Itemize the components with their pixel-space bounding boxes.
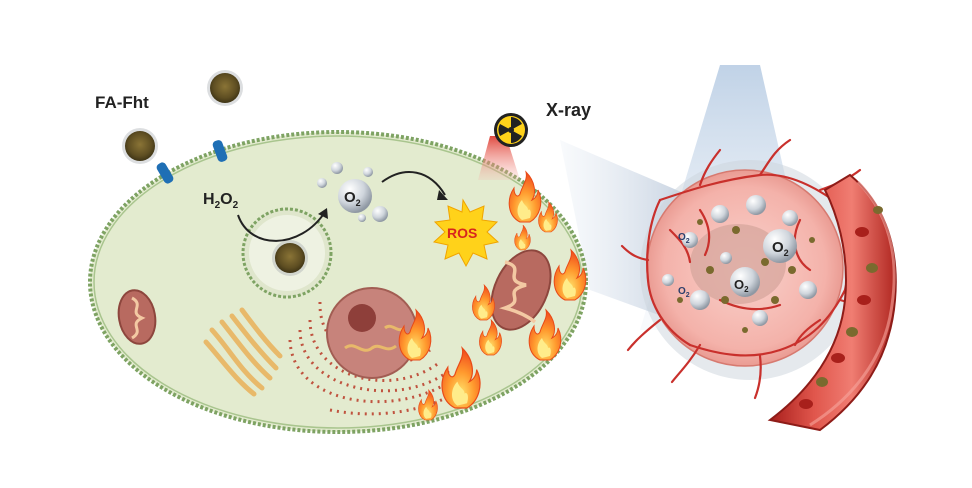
tumor bbox=[620, 138, 887, 400]
nanoparticle-icon bbox=[272, 240, 308, 276]
mitochondria-icon bbox=[490, 249, 552, 331]
mitochondria-icon bbox=[117, 289, 157, 345]
h2o2-label: H2O2 bbox=[203, 191, 239, 211]
ros-label: ROS bbox=[447, 225, 477, 241]
o2-bubbles bbox=[317, 162, 388, 222]
radiation-icon bbox=[494, 113, 528, 147]
fa-fht-label: FA-Fht bbox=[95, 93, 149, 112]
ros-burst bbox=[432, 198, 500, 268]
endosome bbox=[241, 207, 333, 299]
receptor bbox=[156, 162, 174, 184]
golgi bbox=[203, 307, 283, 397]
tumor-o2-label: O2 bbox=[678, 232, 690, 245]
nanoparticle-icon bbox=[122, 128, 158, 164]
tumor-o2-label: O2 bbox=[772, 239, 789, 258]
xray-label: X-ray bbox=[546, 100, 591, 120]
tumor-o2-label: O2 bbox=[678, 286, 690, 299]
nanoparticle-icon bbox=[207, 70, 243, 106]
tumor-o2-label: O2 bbox=[734, 277, 749, 294]
o2-label: O2 bbox=[344, 189, 361, 208]
arrow-h2o2-to-o2 bbox=[237, 211, 326, 242]
nucleus bbox=[326, 287, 418, 379]
xray-beam-small bbox=[478, 136, 520, 180]
blood-vessel bbox=[767, 173, 897, 432]
receptor bbox=[212, 140, 228, 162]
endoplasmic-reticulum bbox=[288, 301, 464, 416]
arrow-o2-to-ros bbox=[381, 171, 446, 196]
